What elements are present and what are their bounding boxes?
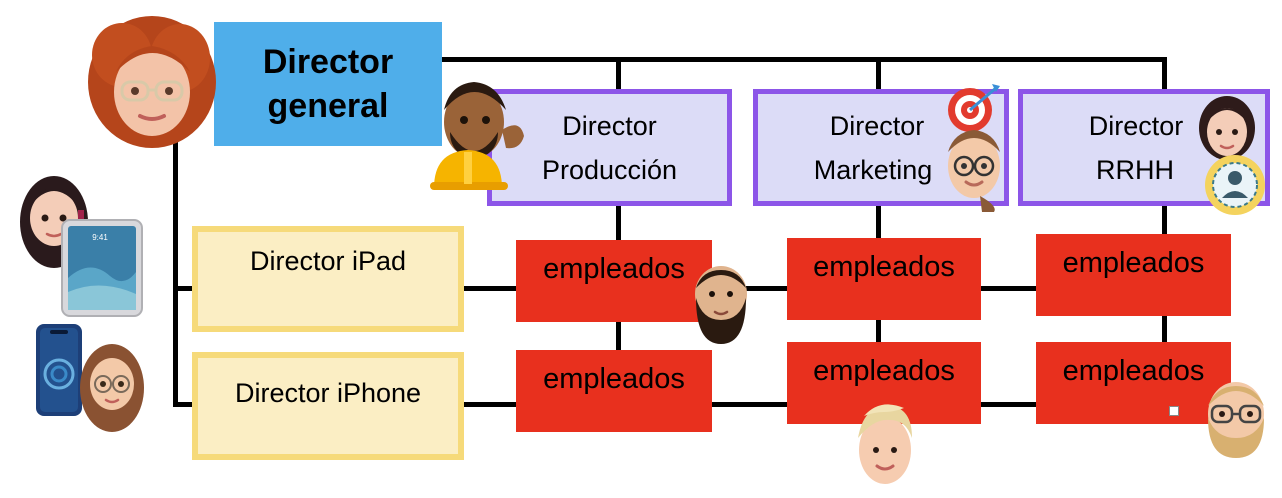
empleados-label: empleados [813,355,955,387]
director-general-line2: general [267,87,389,125]
memoji-construction-man-icon [430,82,524,190]
director-produccion-box[interactable]: Director Producción [487,89,732,206]
memoji-rrhh-woman-icon [1199,96,1255,160]
ipad-icon: 9:41 [61,219,143,317]
connector-drop-produccion [616,57,621,91]
empleados-rrhh-row1[interactable]: empleados [1036,234,1231,316]
memoji-bearded-man-icon [695,266,747,344]
director-general-box[interactable]: Director general [214,22,442,146]
empleados-label: empleados [1062,247,1205,279]
director-iphone-label: Director iPhone [234,378,422,408]
memoji-marketing-man-icon [948,130,1000,212]
empleados-marketing-row1[interactable]: empleados [787,238,981,320]
memoji-redhead-woman-icon [88,16,216,148]
connector-drop-marketing [876,57,881,91]
connector-left-spine [173,140,178,407]
iphone-icon [36,324,82,416]
empleados-label: empleados [1062,355,1205,387]
director-rrhh-line1: Director [1088,110,1184,141]
empleados-label: empleados [543,363,685,395]
memoji-blond-man-icon [858,404,912,484]
target-icon [948,84,1000,132]
connector-drop-rrhh [1162,57,1167,91]
director-general-line1: Director [262,43,394,81]
director-rrhh-line2: RRHH [1096,154,1174,185]
resize-handle[interactable] [1169,406,1179,416]
memoji-woman-with-iphone-icon [80,344,144,432]
director-marketing-line2: Marketing [813,154,933,185]
empleados-rrhh-row2[interactable]: empleados [1036,342,1231,424]
director-iphone-box[interactable]: Director iPhone [192,352,464,460]
director-produccion-line1: Director [562,110,657,141]
empleados-label: empleados [813,251,955,283]
empleados-label: empleados [543,253,685,285]
empleados-produccion-row1[interactable]: empleados [516,240,712,322]
connector-top-bus [440,57,1167,62]
person-badge-icon [1205,155,1265,215]
director-ipad-box[interactable]: Director iPad [192,226,464,332]
empleados-marketing-row2[interactable]: empleados [787,342,981,424]
director-marketing-line1: Director [829,110,925,141]
director-ipad-label: Director iPad [249,246,407,276]
svg-text:9:41: 9:41 [92,233,108,242]
director-produccion-line2: Producción [541,154,678,185]
memoji-blond-bearded-man-icon [1208,382,1264,458]
empleados-produccion-row2[interactable]: empleados [516,350,712,432]
